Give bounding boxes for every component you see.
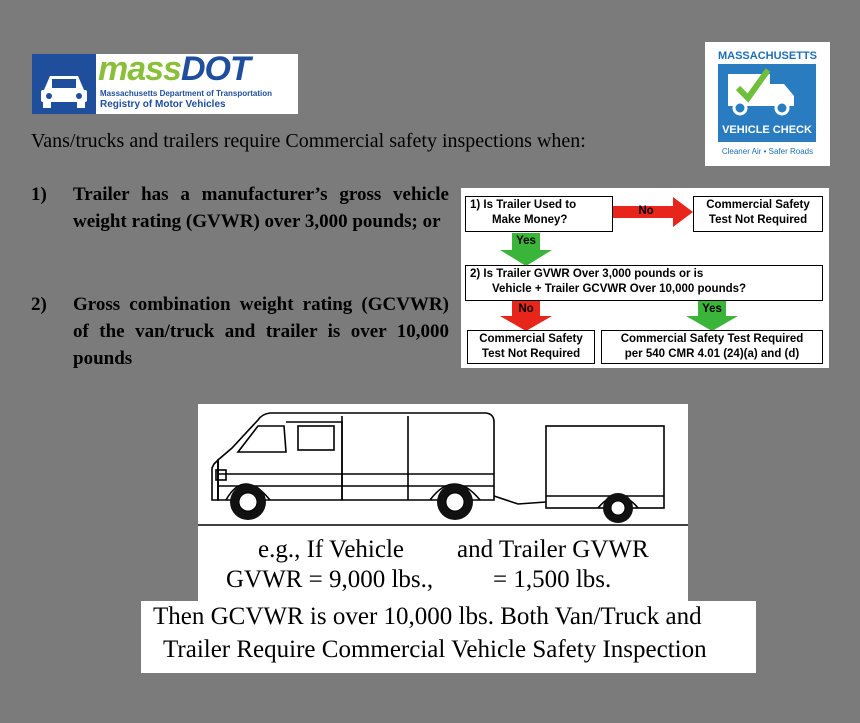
- result-line2: per 540 CMR 4.01 (24)(a) and (d): [624, 348, 800, 360]
- criterion-text: Gross combination weight rating (GCVWR) …: [73, 294, 449, 369]
- result-line2: Test Not Required: [708, 214, 808, 226]
- van-trailer-drawing: [198, 412, 688, 526]
- result-not-required-top: Commercial Safety Test Not Required: [693, 196, 823, 232]
- result-line1: Commercial Safety: [479, 333, 583, 345]
- van-trailer-illustration: e.g., If Vehicle GVWR = 9,000 lbs., and …: [198, 404, 688, 604]
- example-trailer-line2: = 1,500 lbs.: [493, 566, 612, 593]
- example-trailer-line1: and Trailer GVWR: [457, 536, 649, 563]
- example-vehicle-line2: GVWR = 9,000 lbs.,: [226, 566, 434, 593]
- flowchart-arrows: [500, 197, 738, 331]
- vehicle-check-title: VEHICLE CHECK: [722, 124, 812, 136]
- no-arrow-2: [500, 300, 552, 331]
- yes-label-2: Yes: [702, 303, 722, 315]
- result-not-required-left: Commercial Safety Test Not Required: [467, 330, 595, 364]
- car-icon: [32, 54, 96, 114]
- yes-arrow-2: [686, 300, 738, 331]
- conclusion-line1: Then GCVWR is over 10,000 lbs. Both Van/…: [153, 603, 702, 630]
- criterion-1: 1) Trailer has a manufacturer’s gross ve…: [31, 181, 449, 235]
- no-arrow-1: [613, 197, 693, 227]
- massdot-department: Massachusetts Department of Transportati…: [100, 89, 273, 98]
- yes-label-1: Yes: [516, 235, 536, 247]
- result-line1: Commercial Safety: [706, 199, 810, 211]
- question-1-line1: 1) Is Trailer Used to: [470, 199, 577, 211]
- question-1-line2: Make Money?: [492, 214, 568, 226]
- vehicle-check-state: MASSACHUSETTS: [717, 50, 817, 62]
- massdot-brand: massDOT: [98, 50, 251, 88]
- vehicle-check-logo: MASSACHUSETTS VEHICLE CHECK Cleaner Air …: [705, 42, 830, 166]
- truck-check-icon: [728, 68, 794, 116]
- result-line2: Test Not Required: [481, 348, 581, 360]
- example-vehicle-line1: e.g., If Vehicle: [258, 536, 405, 563]
- criterion-text: Trailer has a manufacturer’s gross vehic…: [73, 184, 449, 232]
- vehicle-check-tagline: Cleaner Air • Safer Roads: [721, 147, 814, 156]
- massdot-registry: Registry of Motor Vehicles: [100, 99, 226, 110]
- no-label-1: No: [638, 205, 654, 217]
- vehicle-check-panel: [718, 64, 816, 142]
- result-line1: Commercial Safety Test Required: [620, 333, 804, 345]
- question-2-line2: Vehicle + Trailer GCVWR Over 10,000 poun…: [492, 283, 747, 295]
- criterion-number: 1): [31, 184, 47, 205]
- question-2-line1: 2) Is Trailer GVWR Over 3,000 pounds or …: [470, 268, 704, 280]
- page-heading: Vans/trucks and trailers require Commerc…: [31, 130, 586, 152]
- criterion-2: 2) Gross combination weight rating (GCVW…: [31, 291, 449, 372]
- massdot-logo: massDOT Massachusetts Department of Tran…: [32, 50, 298, 114]
- criterion-number: 2): [31, 294, 47, 315]
- example-conclusion: Then GCVWR is over 10,000 lbs. Both Van/…: [141, 601, 756, 673]
- no-label-2: No: [518, 303, 534, 315]
- result-required: Commercial Safety Test Required per 540 …: [601, 330, 823, 364]
- question-2-box: 2) Is Trailer GVWR Over 3,000 pounds or …: [465, 265, 823, 301]
- inspection-flowchart: 1) Is Trailer Used to Make Money? No Com…: [461, 188, 829, 368]
- conclusion-line2: Trailer Require Commercial Vehicle Safet…: [163, 636, 707, 663]
- yes-arrow-1: [500, 233, 552, 266]
- question-1-box: 1) Is Trailer Used to Make Money?: [465, 196, 613, 232]
